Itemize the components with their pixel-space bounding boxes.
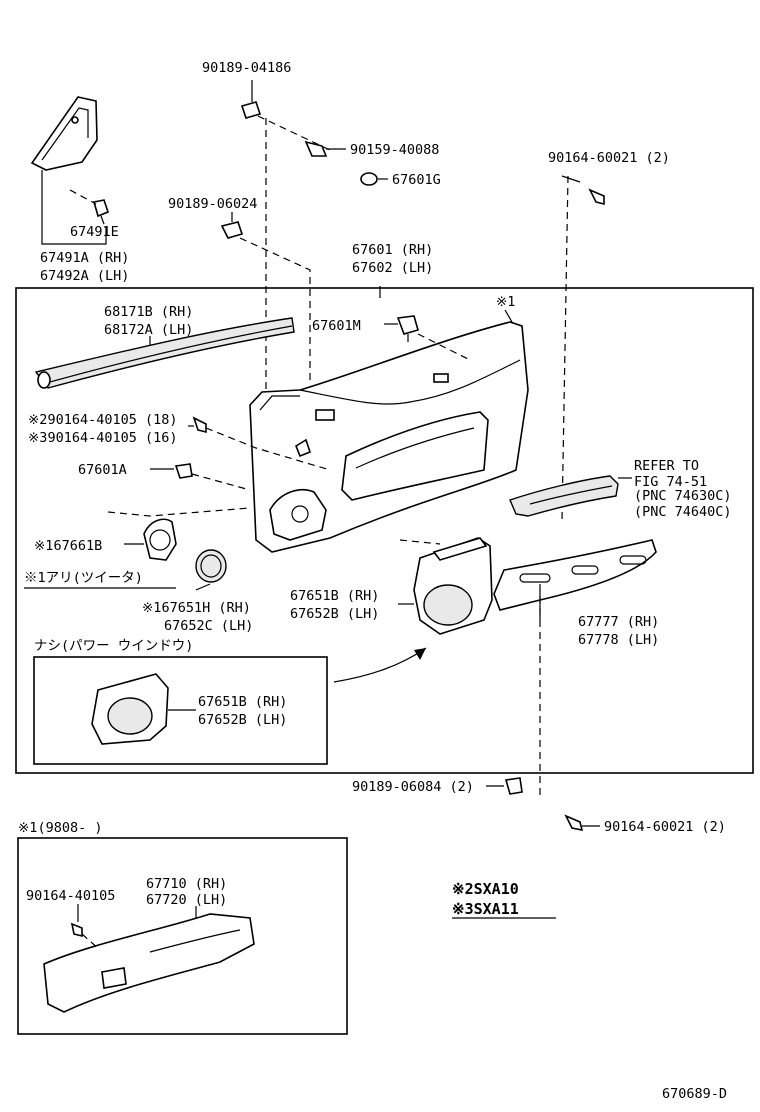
armrest-trim [493, 539, 657, 611]
label-67601A: 67601A [78, 462, 127, 478]
clip-90189-06024 [220, 221, 244, 239]
inside-grip-handle [509, 475, 619, 517]
label-note1-marker: ※1 [496, 294, 515, 310]
speaker-cover-main [413, 537, 493, 635]
label-68172A: 68172A (LH) [104, 322, 193, 338]
clip-90189-06084 [504, 777, 523, 795]
mirror-cover-part [30, 96, 98, 171]
label-67652B-sub: 67652B (LH) [198, 712, 287, 728]
clip-67491E [92, 199, 109, 225]
tweeter-bracket [143, 518, 177, 561]
label-67601: 67601 (RH) [352, 242, 433, 258]
label-67491A: 67491A (RH) [40, 250, 129, 266]
label-67492A: 67492A (LH) [40, 268, 129, 284]
power-window-subbox [33, 656, 328, 765]
label-67651B-main: 67651B (RH) [290, 588, 379, 604]
legend-sxa11: ※3SXA11 [452, 900, 519, 918]
label-67652C: 67652C (LH) [164, 618, 253, 634]
weatherstrip-68171B [34, 317, 295, 389]
label-67710: 67710 (RH) [146, 876, 227, 892]
label-68171B: 68171B (RH) [104, 304, 193, 320]
lower-frame [17, 837, 348, 1035]
label-90189-04186: 90189-04186 [202, 60, 291, 76]
arrow-to-speaker [333, 647, 427, 683]
label-refer-line1: REFER TO [634, 458, 699, 474]
label-67601M: 67601M [312, 318, 361, 334]
leader-67491E [69, 189, 97, 205]
label-67651B-sub: 67651B (RH) [198, 694, 287, 710]
label-67601G: 67601G [392, 172, 441, 188]
label-note-ari: ※1アリ(ツイータ) [24, 570, 143, 586]
screw-90159-40088 [304, 140, 328, 157]
door-trim-panel [249, 321, 529, 553]
label-refer-line4: (PNC 74640C) [634, 504, 732, 520]
label-167651H: ※167651H (RH) [142, 600, 251, 616]
lower-trim-panel [43, 913, 255, 1013]
label-67777: 67777 (RH) [578, 614, 659, 630]
label-67720: 67720 (LH) [146, 892, 227, 908]
screw-90164-40105-lower [70, 922, 83, 938]
speaker-cover-no-power-window [91, 673, 169, 745]
grommet-67601G [360, 172, 378, 186]
label-90164-40105: 90164-40105 [26, 888, 115, 904]
legend-sxa10: ※2SXA10 [452, 880, 519, 898]
screw-90164-40105-side [192, 416, 207, 434]
label-67778: 67778 (LH) [578, 632, 659, 648]
label-67602: 67602 (LH) [352, 260, 433, 276]
clip-67601A [174, 463, 193, 479]
label-90164-40105-16: ※390164-40105 (16) [28, 430, 177, 446]
label-90189-06084: 90189-06084 (2) [352, 779, 474, 795]
clip-90189-04186 [240, 101, 262, 119]
label-note-nashi: ナシ(パワー ウインドウ) [34, 638, 193, 654]
screw-90164-60021-top [588, 188, 605, 206]
label-refer-line2: FIG 74-51 [634, 474, 707, 490]
label-67652B-main: 67652B (LH) [290, 606, 379, 622]
screw-90164-60021-bottom [564, 814, 584, 832]
label-refer-line3: (PNC 74630C) [634, 488, 732, 504]
tweeter-grille [195, 549, 227, 583]
clip-67601M [396, 315, 419, 342]
bracket-67491A [41, 170, 107, 245]
label-note-9808: ※1(9808- ) [18, 820, 102, 836]
label-90164-40105-18: ※290164-40105 (18) [28, 412, 177, 428]
label-67491E: 67491E [70, 224, 119, 240]
main-frame [15, 287, 754, 774]
label-167661B: ※167661B [34, 538, 102, 554]
label-90189-06024: 90189-06024 [168, 196, 257, 212]
label-90159-40088: 90159-40088 [350, 142, 439, 158]
label-90164-60021-top: 90164-60021 (2) [548, 150, 670, 166]
diagram-id: 670689-D [662, 1086, 727, 1102]
label-90164-60021-bottom: 90164-60021 (2) [604, 819, 726, 835]
